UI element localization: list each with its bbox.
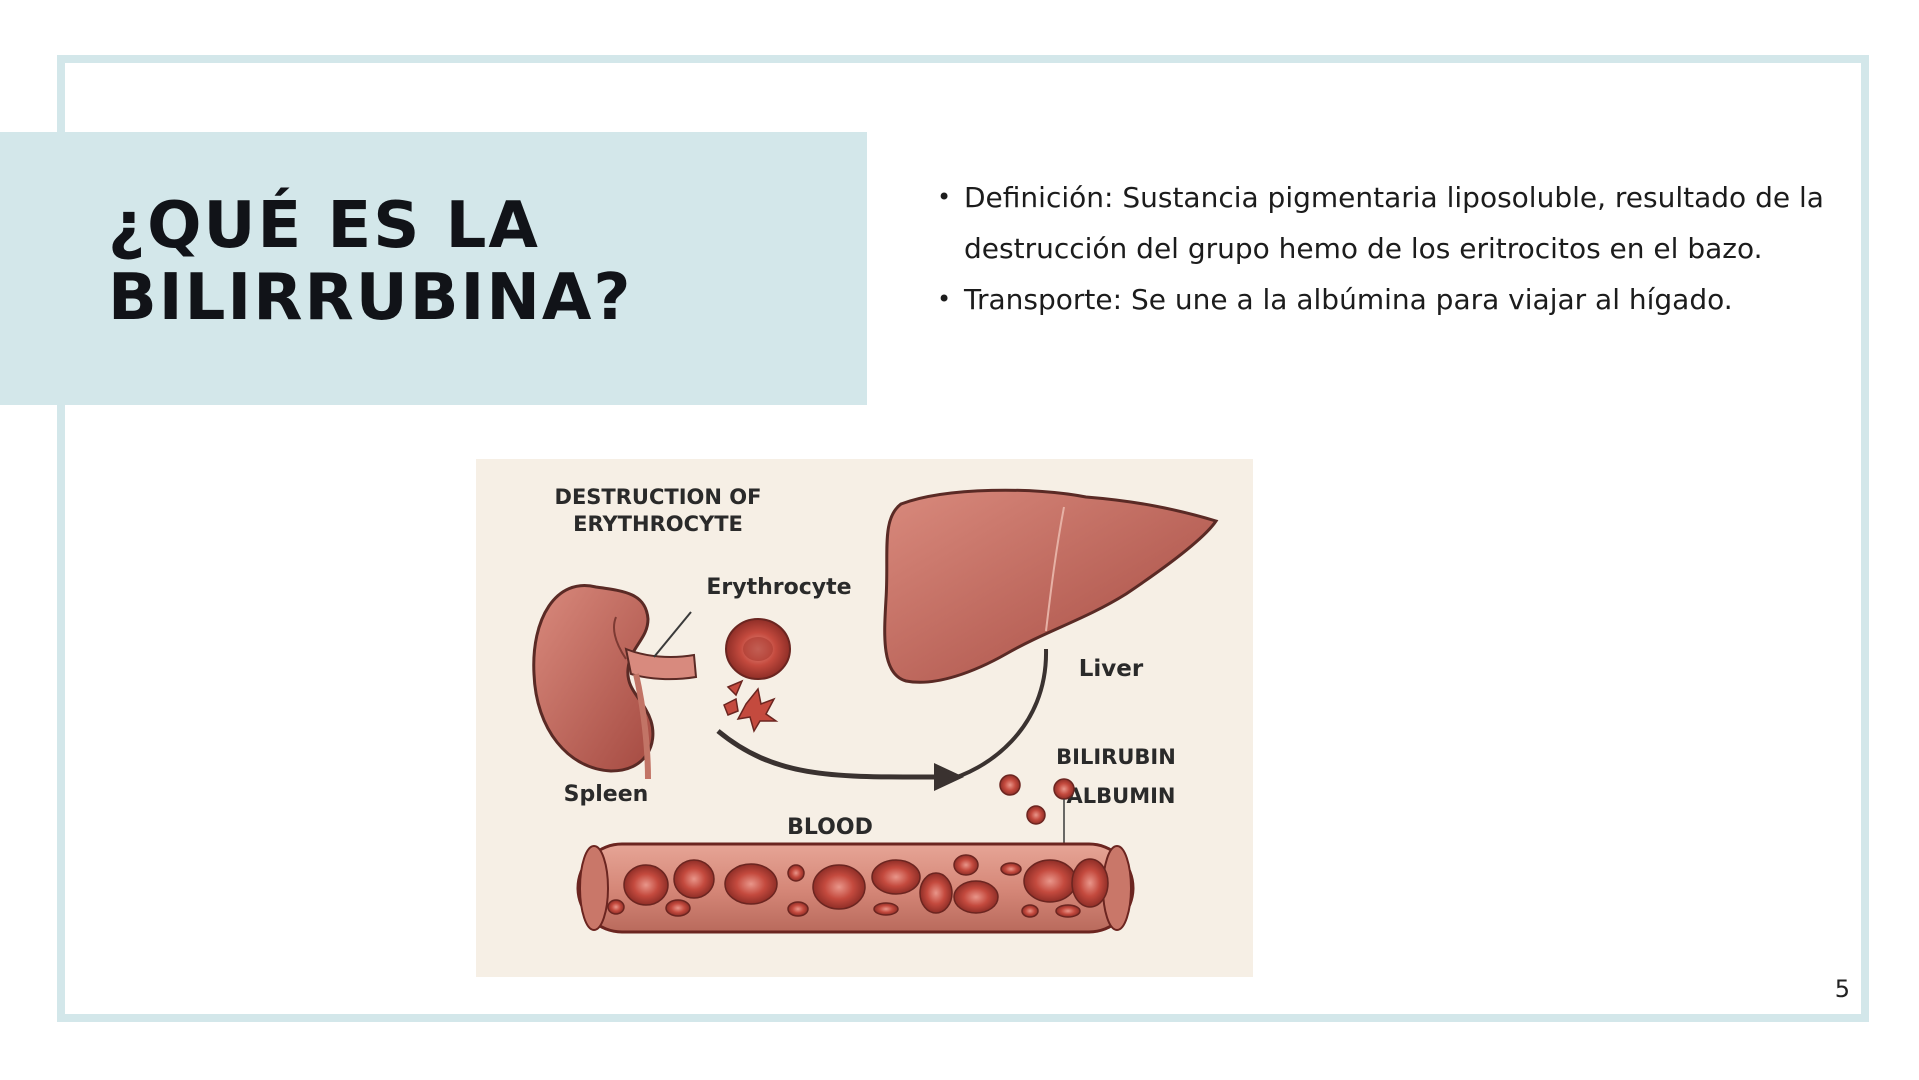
bilirubin-diagram: DESTRUCTION OF ERYTHROCYTE Spleen Erythr…	[476, 459, 1253, 977]
slide-border	[57, 55, 1869, 1022]
blood-label: BLOOD	[787, 815, 873, 840]
destruction-label-line1: DESTRUCTION OF	[555, 485, 762, 509]
bullet-text: Definición: Sustancia pigmentaria liposo…	[964, 181, 1824, 265]
diagram-svg: DESTRUCTION OF ERYTHROCYTE Spleen Erythr…	[532, 485, 1219, 934]
spleen-label: Spleen	[564, 782, 649, 807]
page-number: 5	[1834, 975, 1850, 1003]
erythrocyte-cell	[725, 618, 791, 680]
albumin-label: ALBUMIN	[1067, 784, 1176, 808]
flow-arrow-head	[934, 763, 964, 791]
blood-cells	[607, 854, 1109, 918]
flow-arrow-shaft	[716, 729, 937, 780]
cell-fragments	[723, 679, 779, 733]
slide-title: ¿QUÉ ES LA BILIRRUBINA?	[108, 189, 633, 336]
bullet-icon: •	[937, 285, 952, 313]
bullet-text: Transporte: Se une a la albúmina para vi…	[964, 283, 1733, 316]
spleen-illustration	[532, 584, 698, 780]
bilirubin-label: BILIRUBIN	[1056, 745, 1176, 769]
bullet-item: • Definición: Sustancia pigmentaria lipos…	[937, 172, 1824, 274]
bullet-item: • Transporte: Se une a la albúmina para v…	[937, 274, 1824, 325]
bullet-list: • Definición: Sustancia pigmentaria lipos…	[935, 172, 1824, 325]
liver-label: Liver	[1079, 656, 1144, 682]
erythrocyte-label: Erythrocyte	[706, 575, 851, 600]
bilirubin-particles	[999, 774, 1075, 825]
liver-illustration	[883, 488, 1219, 684]
liver-arrow	[943, 648, 1049, 783]
erythrocyte-pointer	[653, 611, 692, 658]
destruction-label-line2: ERYTHROCYTE	[573, 512, 743, 536]
title-band	[0, 132, 867, 405]
bullet-icon: •	[937, 183, 952, 211]
